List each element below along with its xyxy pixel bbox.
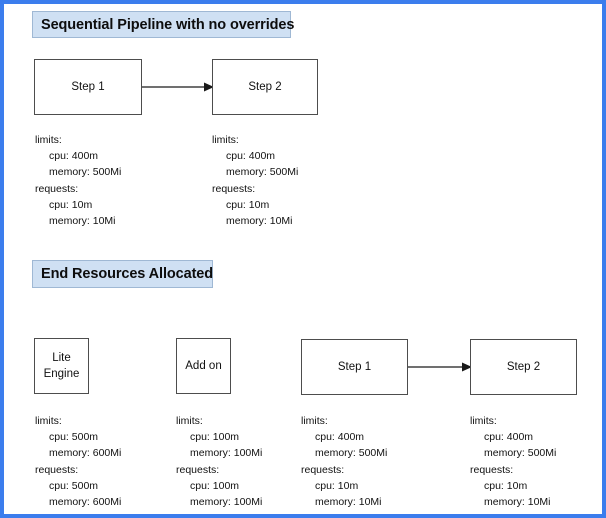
limits-memory: memory: 600Mi <box>49 447 122 460</box>
limits-cpu: cpu: 400m <box>484 431 534 444</box>
limits-memory: memory: 500Mi <box>49 166 122 179</box>
limits-cpu: cpu: 400m <box>49 150 99 163</box>
node-label-line-1: Lite <box>52 351 71 364</box>
limits-cpu: cpu: 400m <box>226 150 276 163</box>
node-end-step-1[interactable]: Step 1 <box>301 339 408 395</box>
requests-cpu: cpu: 10m <box>226 198 270 211</box>
limits-label: limits: <box>35 134 62 146</box>
requests-label: requests: <box>301 463 345 476</box>
node-label: Add on <box>185 359 222 372</box>
requests-cpu: cpu: 100m <box>190 479 240 492</box>
resource-block-end-step-2: limits: cpu: 400m memory: 500Mi requests… <box>470 413 556 510</box>
requests-cpu: cpu: 500m <box>49 479 99 492</box>
resource-block-pipeline-step-2: limits: cpu: 400m memory: 500Mi requests… <box>212 132 298 229</box>
node-label: Step 1 <box>337 360 372 373</box>
limits-memory: memory: 100Mi <box>190 447 263 460</box>
node-label: Step 1 <box>71 80 105 93</box>
limits-cpu: cpu: 500m <box>49 431 99 444</box>
node-add-on[interactable]: Add on <box>176 338 231 394</box>
requests-label: requests: <box>212 182 256 195</box>
requests-memory: memory: 10Mi <box>315 496 382 509</box>
requests-memory: memory: 10Mi <box>484 496 551 509</box>
requests-memory: memory: 10Mi <box>49 215 116 228</box>
requests-cpu: cpu: 10m <box>315 479 359 492</box>
node-label: Step 2 <box>248 80 282 93</box>
limits-label: limits: <box>212 134 239 146</box>
node-label-line-2: Engine <box>43 368 80 380</box>
resource-block-end-step-1: limits: cpu: 400m memory: 500Mi requests… <box>301 413 387 510</box>
section-header-end-resources-allocated: End Resources Allocated <box>32 260 213 288</box>
requests-label: requests: <box>470 463 514 476</box>
requests-memory: memory: 600Mi <box>49 496 122 509</box>
requests-cpu: cpu: 10m <box>49 198 93 211</box>
node-lite-engine[interactable]: Lite Engine <box>34 338 89 394</box>
node-label: Step 2 <box>506 360 541 373</box>
section-header-sequential-pipeline: Sequential Pipeline with no overrides <box>32 11 294 38</box>
limits-memory: memory: 500Mi <box>315 447 388 460</box>
resource-block-add-on: limits: cpu: 100m memory: 100Mi requests… <box>176 413 262 510</box>
node-pipeline-step-1[interactable]: Step 1 <box>34 59 142 115</box>
arrow-end-step1-to-step2 <box>408 362 472 372</box>
limits-label: limits: <box>470 415 497 427</box>
resource-block-lite-engine: limits: cpu: 500m memory: 600Mi requests… <box>35 413 121 510</box>
requests-label: requests: <box>35 463 79 476</box>
requests-label: requests: <box>35 182 79 195</box>
requests-memory: memory: 10Mi <box>226 215 293 228</box>
arrow-step1-to-step2 <box>142 82 214 92</box>
requests-memory: memory: 100Mi <box>190 496 263 509</box>
limits-label: limits: <box>301 415 328 427</box>
limits-cpu: cpu: 100m <box>190 431 240 444</box>
limits-label: limits: <box>35 415 62 427</box>
requests-cpu: cpu: 10m <box>484 479 528 492</box>
limits-memory: memory: 500Mi <box>484 447 557 460</box>
limits-cpu: cpu: 400m <box>315 431 365 444</box>
resource-block-pipeline-step-1: limits: cpu: 400m memory: 500Mi requests… <box>35 132 121 229</box>
node-end-step-2[interactable]: Step 2 <box>470 339 577 395</box>
diagram-canvas: Sequential Pipeline with no overrides St… <box>4 4 602 514</box>
limits-memory: memory: 500Mi <box>226 166 299 179</box>
limits-label: limits: <box>176 415 203 427</box>
requests-label: requests: <box>176 463 220 476</box>
node-pipeline-step-2[interactable]: Step 2 <box>212 59 318 115</box>
